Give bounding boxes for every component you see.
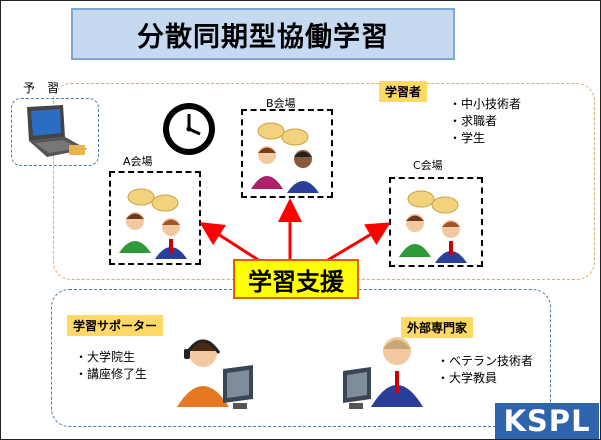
learner-item-1: ・中小技術者	[449, 97, 522, 111]
diagram-title: 分散同期型協働学習	[71, 8, 455, 60]
venue-b-box	[241, 109, 333, 198]
discussion-pair-icon	[251, 122, 319, 193]
arrow-to-venue-a	[199, 222, 264, 265]
experts-tag: 外部専門家	[401, 317, 474, 338]
laptop-icon	[27, 105, 87, 157]
prep-label: 予 習	[23, 81, 60, 95]
expert-computer-icon	[343, 337, 423, 409]
support-label: 学習支援	[233, 259, 359, 299]
supporter-item-1: ・大学院生	[75, 350, 136, 364]
venue-c-label: C会場	[413, 159, 443, 172]
discussion-pair-icon	[399, 190, 467, 263]
supporter-headset-icon	[177, 339, 253, 409]
kspl-logo: KSPL	[495, 403, 599, 439]
venue-c-box	[389, 177, 483, 267]
clock-icon	[163, 103, 215, 155]
venue-b-label: B会場	[266, 97, 296, 110]
arrow-to-venue-c	[322, 222, 391, 265]
learner-tag: 学習者	[379, 81, 428, 102]
learner-item-3: ・学生	[449, 131, 486, 145]
supporter-item-2: ・講座修了生	[75, 367, 148, 381]
experts-item-1: ・ベテラン技術者	[437, 354, 534, 368]
supporter-tag: 学習サポーター	[67, 315, 164, 336]
learner-item-2: ・求職者	[449, 114, 498, 128]
venue-a-label: A会場	[123, 155, 153, 168]
discussion-pair-icon	[119, 188, 187, 259]
prep-area	[11, 98, 99, 166]
experts-item-2: ・大学教員	[437, 371, 498, 385]
venue-a-box	[109, 171, 201, 265]
